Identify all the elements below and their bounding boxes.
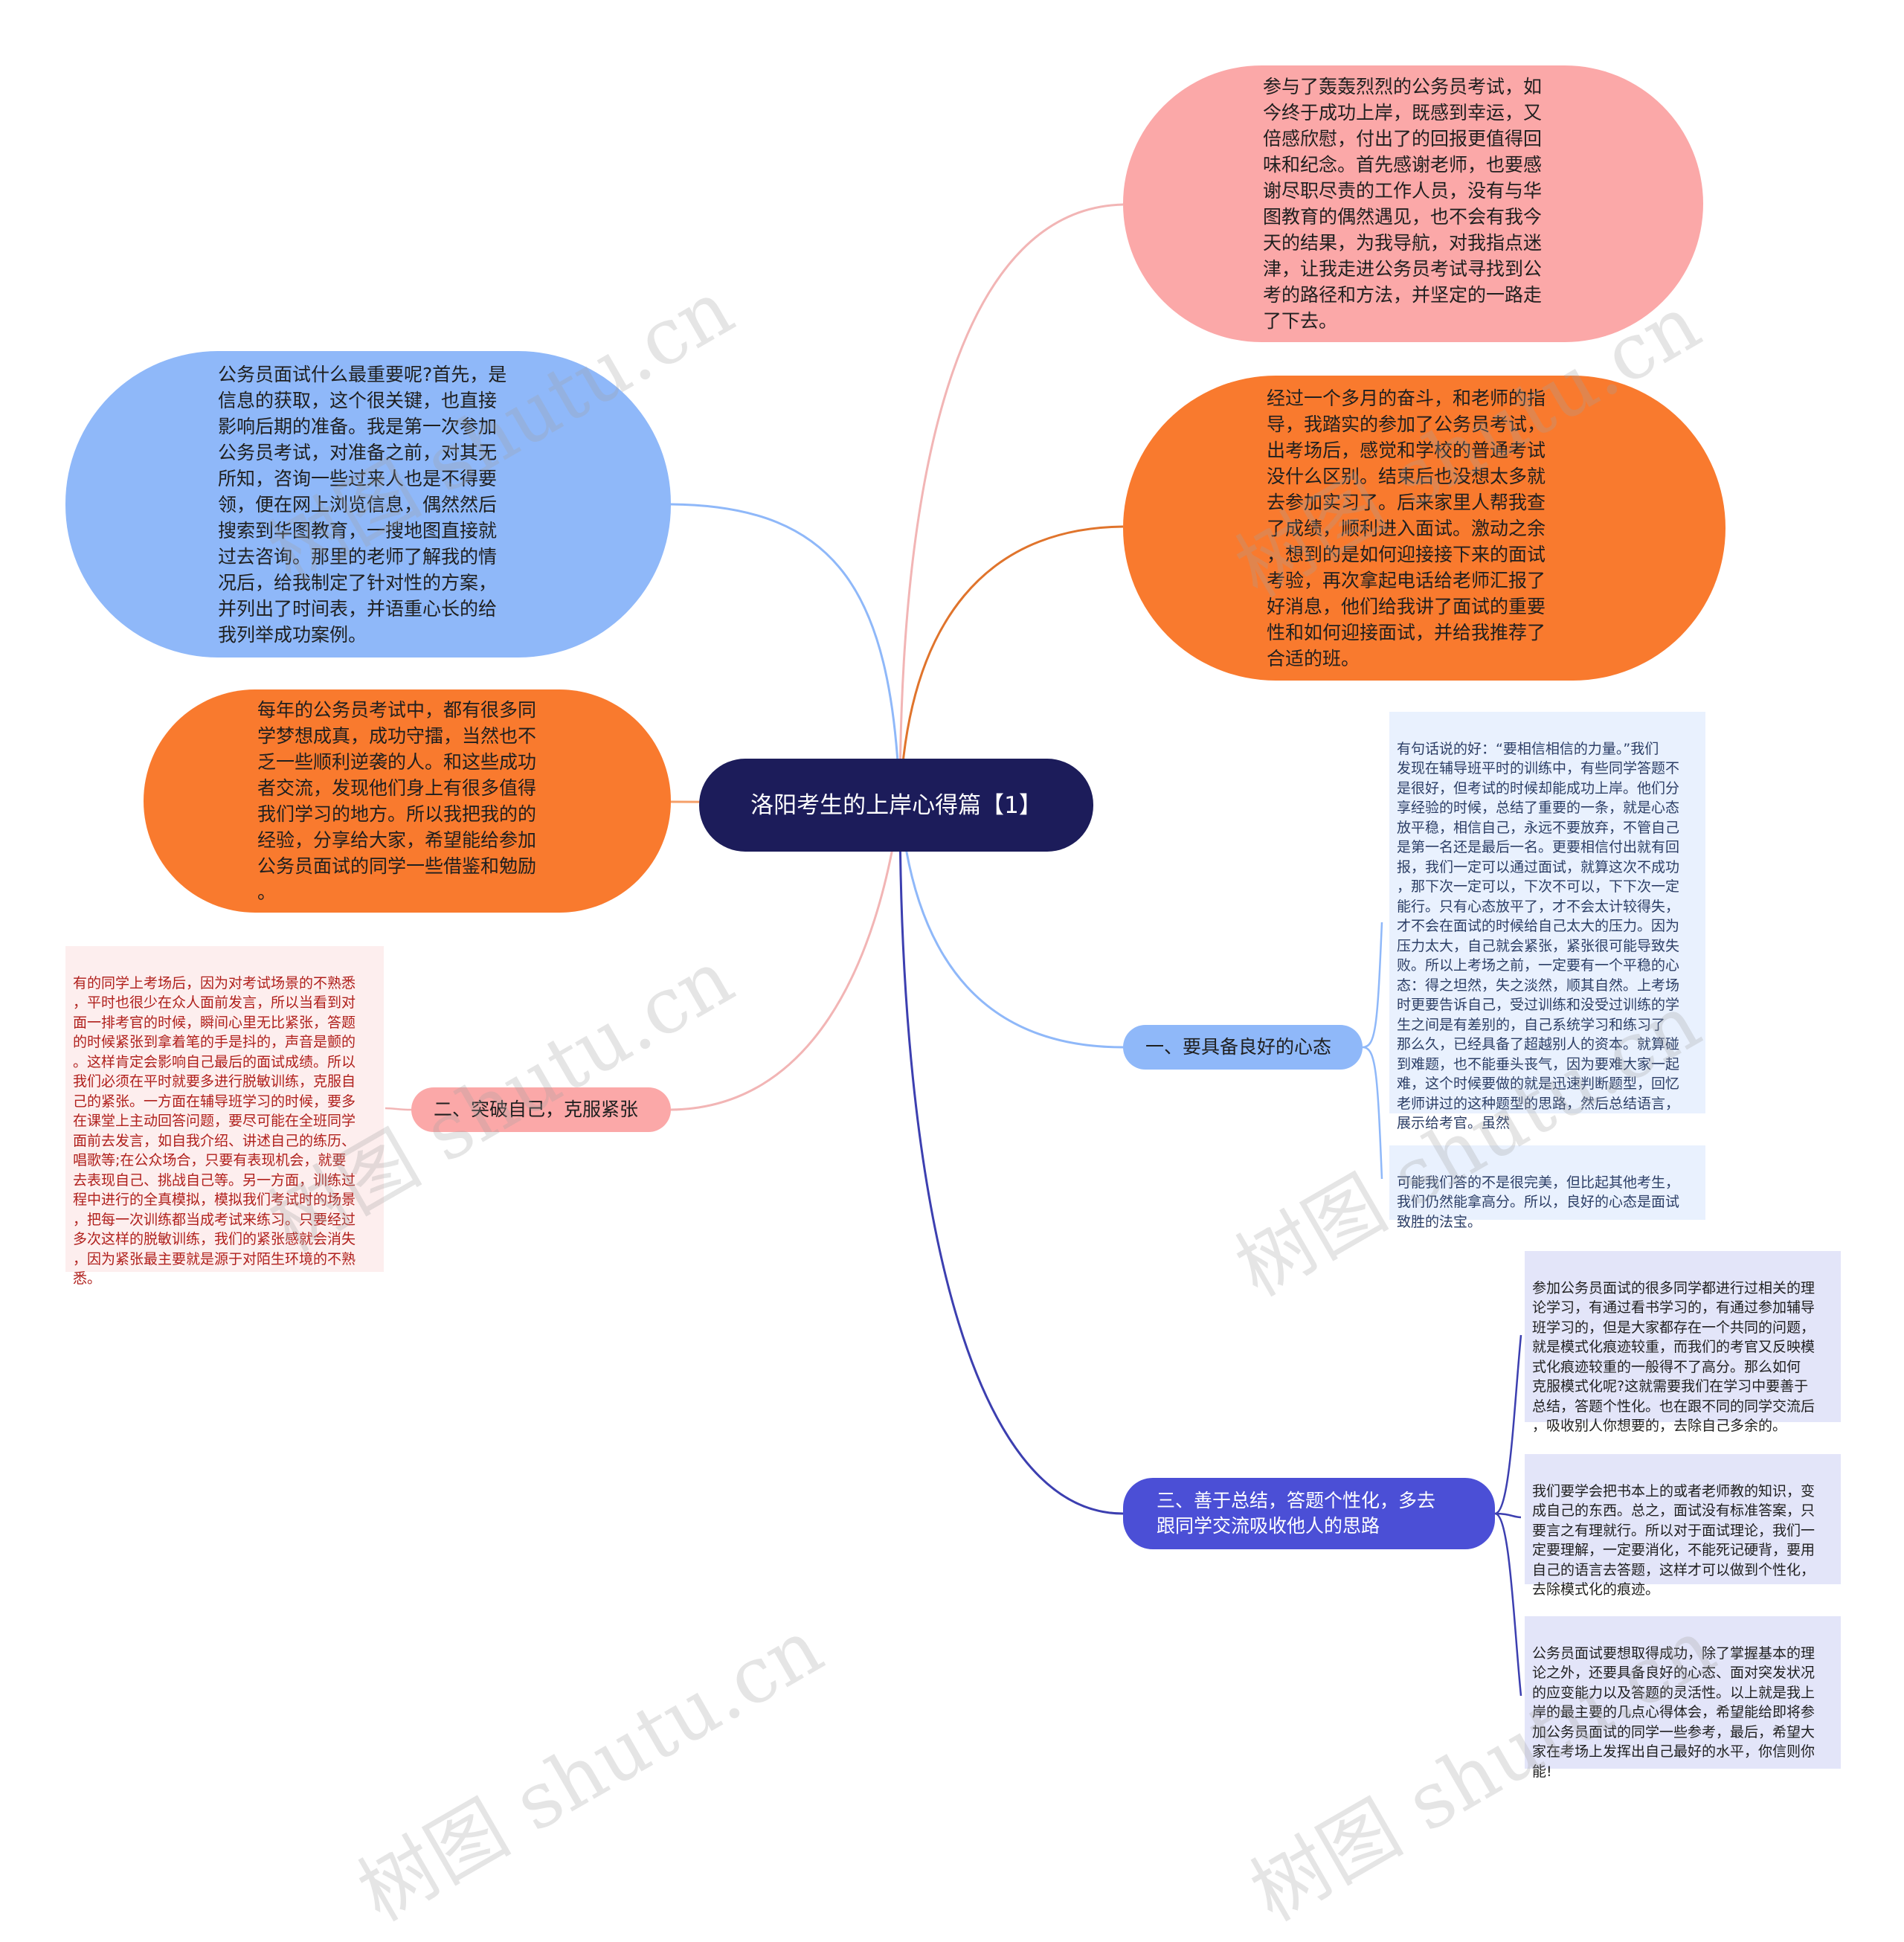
branch-good-mindset-label: 一、要具备良好的心态: [1145, 1036, 1332, 1058]
bubble-top-left[interactable]: 公务员面试什么最重要呢?首先，是 信息的获取，这个很关键，也直接 影响后期的准备…: [65, 351, 671, 657]
link-top-left: [670, 503, 901, 804]
leaf-nervousness-1: 有的同学上考场后，因为对考试场景的不熟悉 ，平时也很少在众人面前发言，所以当看到…: [65, 946, 384, 1287]
bracket-branch-2: [385, 1107, 412, 1111]
leaf-mindset-1: 有句话说的好：“要相信相信的力量。”我们 发现在辅导班平时的训练中，有些同学答题…: [1389, 712, 1705, 1131]
link-mid-right: [898, 525, 1124, 804]
leaf-summarize-2-text: 我们要学会把书本上的或者老师教的知识，变 成自己的东西。总之，面试没有标准答案，…: [1532, 1482, 1815, 1598]
leaf-summarize-3-text: 公务员面试要想取得成功，除了掌握基本的理 论之外，还要具备良好的心态、面对突发状…: [1532, 1644, 1815, 1780]
leaf-nervousness-1-text: 有的同学上考场后，因为对考试场景的不熟悉 ，平时也很少在众人面前发言，所以当看到…: [73, 974, 356, 1287]
leaf-summarize-1: 参加公务员面试的很多同学都进行过相关的理 论学习，有通过看书学习的，有通过参加辅…: [1525, 1251, 1841, 1434]
bubble-mid-right[interactable]: 经过一个多月的奋斗，和老师的指 导，我踏实的参加了公务员考试， 出考场后，感觉和…: [1123, 376, 1726, 681]
center-topic-title: 洛阳考生的上岸心得篇【1】: [750, 791, 1042, 819]
bubble-top-right[interactable]: 参与了轰轰烈烈的公务员考试，如 今终于成功上岸，既感到幸运，又 倍感欣慰，付出了…: [1123, 65, 1703, 342]
link-branch-1: [898, 803, 1124, 1049]
bubble-mid-right-text: 经过一个多月的奋斗，和老师的指 导，我踏实的参加了公务员考试， 出考场后，感觉和…: [1267, 387, 1546, 669]
branch-overcome-nervousness-label: 二、突破自己，克服紧张: [434, 1099, 639, 1120]
bubble-mid-left[interactable]: 每年的公务员考试中，都有很多同 学梦想成真，成功守擂，当然也不 乏一些顺利逆袭的…: [144, 689, 671, 913]
center-topic[interactable]: 洛阳考生的上岸心得篇【1】: [699, 759, 1093, 852]
bracket-branch-3: [1494, 1334, 1522, 1697]
leaf-mindset-2: 可能我们答的不是很完美，但比起其他考生， 我们仍然能拿高分。所以，良好的心态是面…: [1389, 1145, 1705, 1230]
leaf-mindset-2-text: 可能我们答的不是很完美，但比起其他考生， 我们仍然能拿高分。所以，良好的心态是面…: [1397, 1174, 1680, 1230]
branch-good-mindset[interactable]: 一、要具备良好的心态: [1123, 1025, 1363, 1070]
bubble-top-left-text: 公务员面试什么最重要呢?首先，是 信息的获取，这个很关键，也直接 影响后期的准备…: [218, 363, 507, 646]
branch-summarize-personalize[interactable]: 三、善于总结，答题个性化，多去 跟同学交流吸收他人的思路: [1123, 1478, 1495, 1549]
link-top-right: [898, 203, 1124, 804]
bracket-branch-1: [1362, 922, 1383, 1180]
branch-summarize-personalize-label: 三、善于总结，答题个性化，多去 跟同学交流吸收他人的思路: [1157, 1490, 1436, 1537]
link-branch-3: [898, 803, 1124, 1515]
link-branch-2: [670, 803, 901, 1111]
leaf-summarize-3: 公务员面试要想取得成功，除了掌握基本的理 论之外，还要具备良好的心态、面对突发状…: [1525, 1616, 1841, 1780]
leaf-summarize-2: 我们要学会把书本上的或者老师教的知识，变 成自己的东西。总之，面试没有标准答案，…: [1525, 1454, 1841, 1598]
leaf-mindset-1-text: 有句话说的好：“要相信相信的力量。”我们 发现在辅导班平时的训练中，有些同学答题…: [1397, 740, 1680, 1132]
branch-overcome-nervousness[interactable]: 二、突破自己，克服紧张: [411, 1087, 671, 1132]
bubble-top-right-text: 参与了轰轰烈烈的公务员考试，如 今终于成功上岸，既感到幸运，又 倍感欣慰，付出了…: [1263, 76, 1543, 332]
leaf-summarize-1-text: 参加公务员面试的很多同学都进行过相关的理 论学习，有通过看书学习的，有通过参加辅…: [1532, 1279, 1815, 1435]
bubble-mid-left-text: 每年的公务员考试中，都有很多同 学梦想成真，成功守擂，当然也不 乏一些顺利逆袭的…: [257, 699, 537, 903]
connector-lines: [385, 203, 1522, 1697]
